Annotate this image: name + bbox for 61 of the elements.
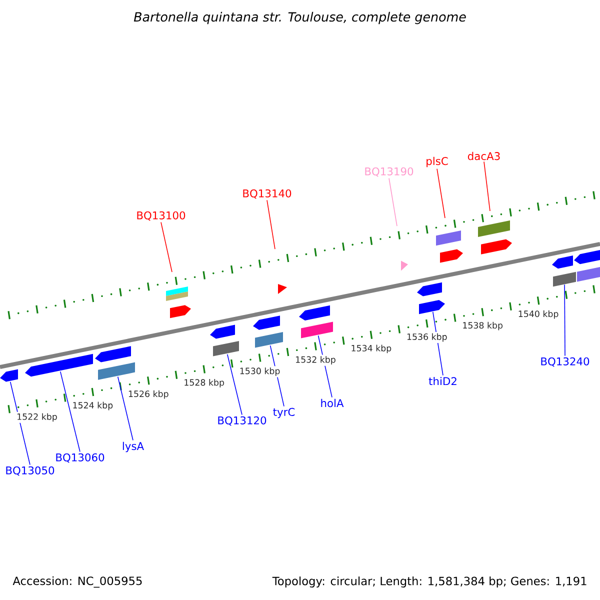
gene-feature [255,332,283,348]
footer-text: Topology: circular; Length: 1,581,384 bp; Genes: 1,191 [272,576,586,588]
gene-feature [553,272,576,287]
gene-label: tyrC [273,408,295,418]
gene-feature [253,316,280,330]
gene-feature [478,220,510,237]
leader-line [564,284,566,356]
gene-feature [419,300,445,314]
gene-label: BQ13060 [56,453,104,463]
gene-feature [440,249,463,263]
gene-feature [98,362,135,380]
gene-feature [95,346,131,362]
footer-text: Accession: NC_005955 [12,576,142,588]
gene-label: BQ13050 [6,466,54,476]
scale-label: 1524 kbp [70,400,114,412]
title: Bartonella quintana str. Toulouse, complete genome [134,12,466,24]
scale-label: 1540 kbp [516,309,560,320]
gene-label: BQ13240 [541,357,590,367]
gene-label: BQ13190 [365,167,414,177]
gene-feature [481,239,512,254]
gene-feature [577,267,600,282]
gene-feature [574,250,600,264]
gene-feature [552,256,573,269]
gene-label: holA [321,398,344,408]
leader-line [160,222,172,272]
gene-feature [417,282,442,296]
gene-feature [278,284,287,294]
gene-feature [210,324,235,339]
gene-label: BQ13140 [243,189,292,199]
leader-line [117,376,134,441]
gene-label: thiD2 [428,376,456,386]
leader-line [60,371,80,452]
scale-label: 1536 kbp [405,332,449,344]
scale-label: 1534 kbp [349,343,393,354]
gene-feature [0,369,18,382]
gene-feature [401,260,408,271]
leader-line [266,200,276,250]
gene-label: plsC [426,156,448,168]
scale-label: 1522 kbp [15,412,59,423]
scale-label: 1532 kbp [294,354,338,366]
gene-feature [213,341,239,356]
gene-feature [166,292,188,301]
leader-line [226,354,242,416]
gene-feature [170,305,191,318]
leader-line [484,161,490,212]
leader-line [436,168,446,218]
gene-feature [299,305,330,320]
scale-label: 1526 kbp [126,389,170,400]
scale-label: 1538 kbp [460,320,504,332]
gene-label: lysA [122,442,144,452]
scale-label: 1530 kbp [238,366,282,378]
gene-feature [436,230,461,246]
gene-label: BQ13100 [137,211,186,221]
gene-label: dacA3 [468,152,500,160]
gene-feature [25,354,93,377]
scale-label: 1528 kbp [182,378,226,389]
leader-line [388,178,398,226]
gene-feature [301,322,333,338]
gene-feature [166,286,188,296]
leader-line [10,381,30,466]
gene-label: BQ13120 [218,416,266,426]
